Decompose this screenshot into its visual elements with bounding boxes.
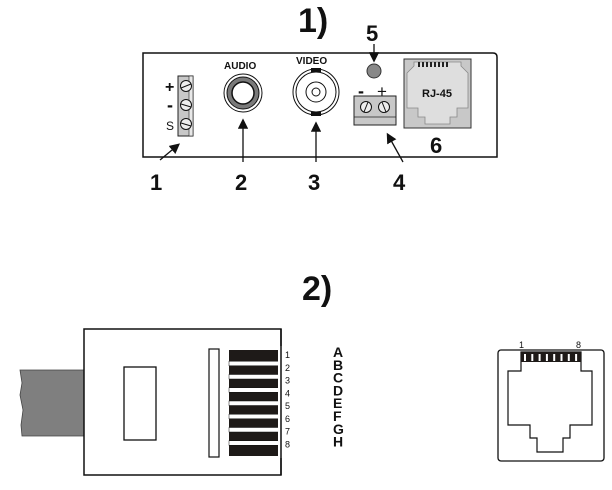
- screw-icon: [180, 80, 192, 92]
- power-terminal-block: [353, 95, 397, 126]
- contact-gap: [228, 400, 282, 406]
- socket-contact-slot: [531, 354, 534, 361]
- wire-letter-label: E: [333, 395, 342, 411]
- callout-5: 5: [366, 21, 378, 46]
- contact-gap: [228, 414, 282, 419]
- pin-number-label: 7: [285, 427, 290, 437]
- socket-pin8-label: 8: [576, 340, 581, 350]
- socket-contact-slot: [575, 354, 578, 361]
- contact-gap: [228, 361, 282, 366]
- terminal-plus-label: +: [165, 79, 174, 96]
- pin-number-label: 1: [285, 350, 290, 360]
- socket-contact-slot: [538, 354, 541, 361]
- screw-icon: [378, 101, 390, 113]
- rj45-port-icon: [403, 58, 472, 129]
- video-label: VIDEO: [296, 56, 327, 67]
- contact-gap: [228, 440, 282, 446]
- callout-1: 1: [150, 170, 162, 195]
- pin-number-label: 5: [285, 401, 290, 411]
- rj45-label: RJ-45: [422, 88, 452, 100]
- socket-contact-slot: [567, 354, 570, 361]
- screw-icon: [360, 101, 372, 113]
- audio-label: AUDIO: [224, 61, 256, 72]
- callout-arrow-4: [386, 132, 404, 163]
- screw-icon: [180, 99, 192, 111]
- pin-number-label: 4: [285, 388, 290, 398]
- status-led-icon: [366, 63, 382, 79]
- wire-letter-label: G: [333, 421, 344, 437]
- socket-contact-slot: [553, 354, 556, 361]
- power-plus-label: +: [377, 82, 387, 101]
- network-cable: [19, 369, 85, 437]
- wire-letter-label: C: [333, 370, 343, 386]
- wire-letter-label: B: [333, 357, 343, 373]
- wire-letter-label: H: [333, 434, 343, 450]
- contact-gap: [228, 427, 282, 433]
- audio-jack-icon: [223, 73, 263, 113]
- wire-letter-label: D: [333, 382, 343, 398]
- figure1-title: 1): [298, 2, 328, 40]
- terminal-minus-label: -: [167, 95, 173, 115]
- wire-letter-label: A: [333, 344, 343, 360]
- video-bnc-icon: [292, 68, 340, 116]
- plug-contacts: [228, 350, 282, 456]
- contact-gap: [228, 374, 282, 380]
- power-minus-label: -: [358, 81, 364, 101]
- screw-icon: [180, 118, 192, 130]
- socket-pin1-label: 1: [519, 340, 524, 350]
- plug-latch-window: [123, 366, 157, 441]
- figure2-title: 2): [302, 270, 332, 308]
- socket-contact-slot: [545, 354, 548, 361]
- callout-3: 3: [308, 170, 320, 195]
- terminal-signal-label: S: [166, 119, 174, 133]
- rj45-socket-front-icon: [497, 349, 605, 462]
- pin-number-label: 6: [285, 414, 290, 424]
- pin-number-label: 2: [285, 363, 290, 373]
- contact-gap: [228, 387, 282, 393]
- wire-letter-label: F: [333, 408, 342, 424]
- callout-4: 4: [393, 170, 406, 195]
- callout-6: 6: [430, 133, 442, 158]
- pin-number-label: 8: [285, 439, 290, 449]
- pin-number-labels: 1 2 3 4 5 6 7 8: [285, 350, 290, 449]
- socket-contact-slot: [524, 354, 526, 361]
- callout-2: 2: [235, 170, 247, 195]
- pin-number-label: 3: [285, 376, 290, 386]
- alarm-terminal-block: [177, 75, 194, 137]
- plug-strain-bar: [208, 348, 220, 458]
- callout-arrow-1: [159, 143, 180, 161]
- socket-contact-slot: [560, 354, 563, 361]
